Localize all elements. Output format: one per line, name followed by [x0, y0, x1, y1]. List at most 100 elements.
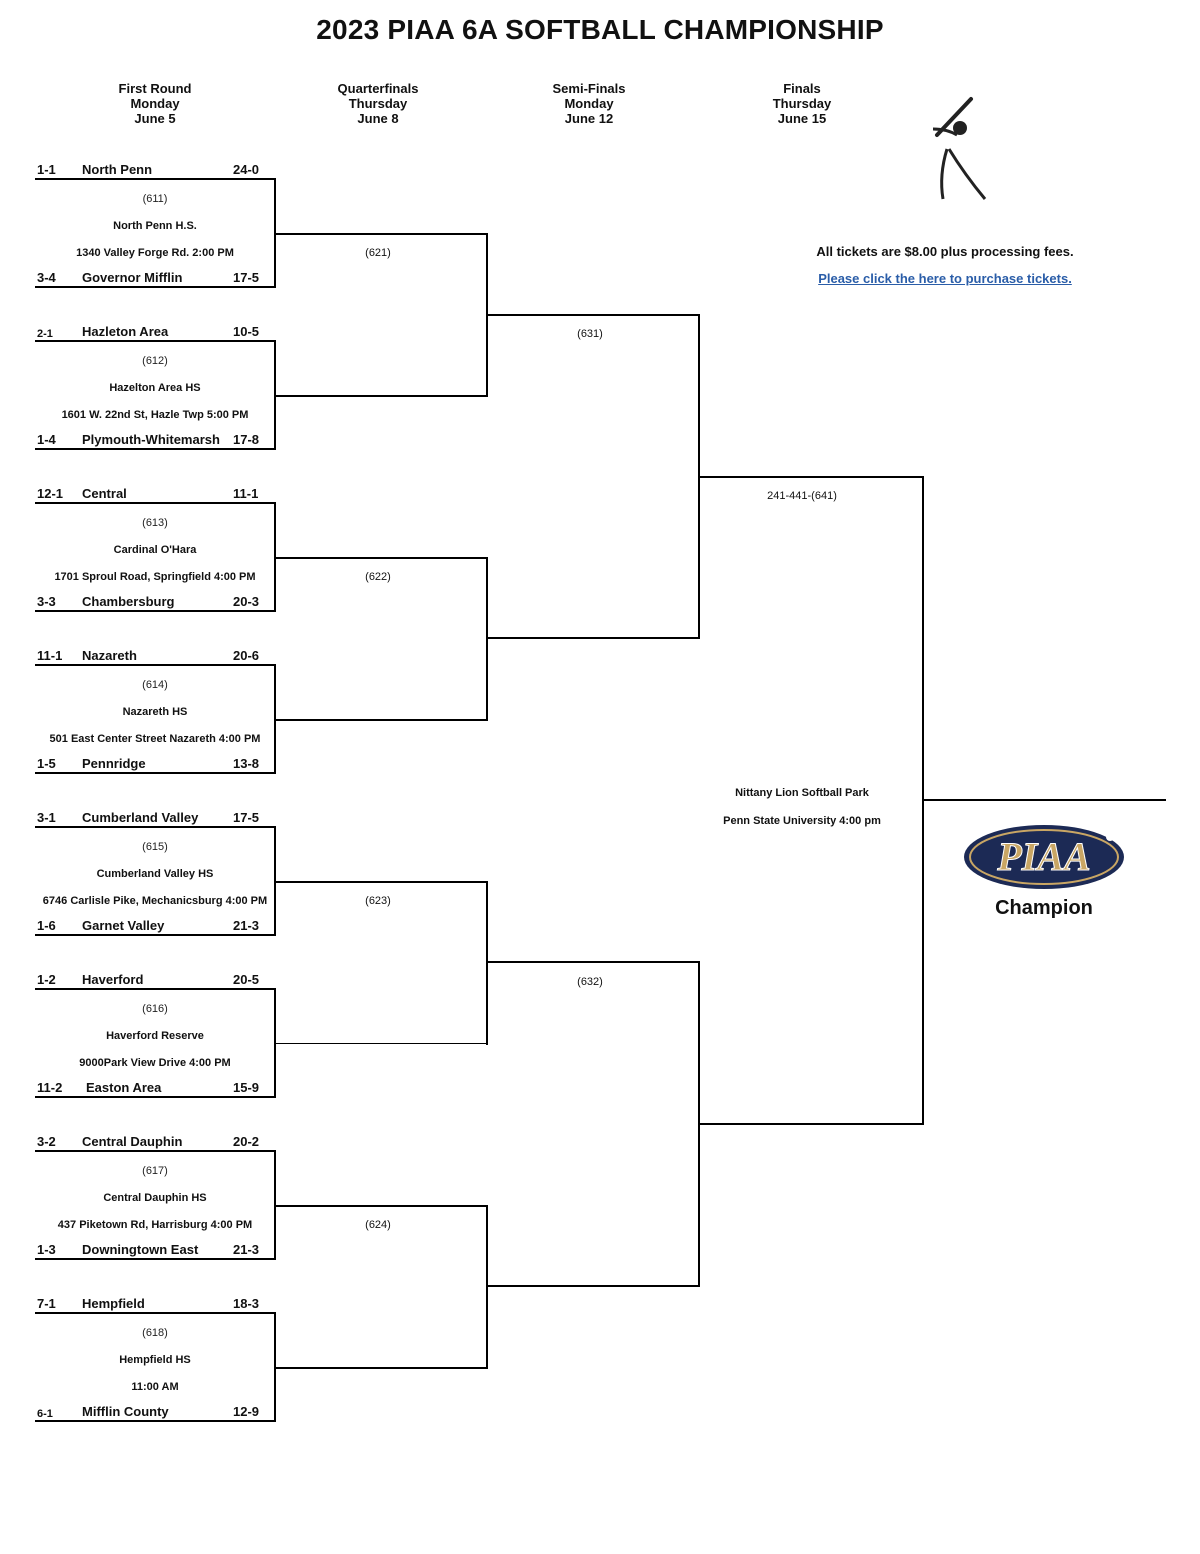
bracket-line	[35, 448, 276, 450]
team-record: 15-9	[233, 1080, 260, 1095]
round-date: June 15	[777, 111, 827, 126]
bracket-line	[698, 476, 924, 478]
bracket-line	[35, 502, 276, 504]
round-date: June 8	[357, 111, 399, 126]
bracket-line	[35, 826, 276, 828]
round-day: Monday	[130, 96, 180, 111]
team-name: Downingtown East	[82, 1242, 199, 1257]
team-row: 11-1 Nazareth 20-6	[0, 648, 280, 664]
game-site: North Penn H.S.	[113, 220, 197, 232]
team-name: Hazleton Area	[82, 324, 169, 339]
team-record: 12-9	[233, 1404, 260, 1419]
bracket-line	[35, 610, 276, 612]
game-site: Central Dauphin HS	[103, 1192, 207, 1204]
bracket-line	[35, 1420, 276, 1422]
team-row: 7-1 Hempfield 18-3	[0, 1296, 280, 1312]
game-number: (614)	[142, 679, 168, 691]
team-record: 20-3	[233, 594, 260, 609]
team-row: 12-1 Central 11-1	[0, 486, 280, 502]
bracket-line	[35, 1258, 276, 1260]
bracket-line	[35, 1150, 276, 1152]
team-name: Mifflin County	[82, 1404, 169, 1419]
bracket-line	[35, 340, 276, 342]
round-day: Monday	[564, 96, 614, 111]
tickets-info: All tickets are $8.00 plus processing fe…	[816, 244, 1074, 259]
game-number: (631)	[577, 328, 603, 340]
game-number: (617)	[142, 1165, 168, 1177]
game-number: (622)	[365, 571, 391, 583]
seed: 1-6	[37, 918, 56, 933]
team-name: Garnet Valley	[82, 918, 165, 933]
bracket-line	[35, 772, 276, 774]
bracket-line	[486, 961, 700, 963]
round-name: Quarterfinals	[337, 81, 419, 96]
team-row: 2-1 Hazleton Area 10-5	[0, 324, 280, 340]
bracket-line	[35, 1312, 276, 1314]
team-name: Central Dauphin	[82, 1134, 183, 1149]
team-row: 1-5 Pennridge 13-8	[0, 756, 280, 772]
bracket-line	[486, 1205, 488, 1369]
purchase-tickets-link[interactable]: Please click the here to purchase ticket…	[818, 271, 1072, 286]
bracket-line	[274, 1043, 488, 1044]
round-name: First Round	[118, 81, 192, 96]
bracket-line	[35, 178, 276, 180]
bracket-line	[274, 233, 488, 235]
team-row: 11-2 Easton Area 15-9	[0, 1080, 280, 1096]
final-site: Nittany Lion Softball Park	[735, 787, 869, 799]
team-row: 1-4 Plymouth-Whitemarsh 17-8	[0, 432, 280, 448]
logo-text: PIAA	[996, 834, 1090, 879]
game-address: 1601 W. 22nd St, Hazle Twp 5:00 PM	[61, 409, 249, 421]
bracket-line	[35, 934, 276, 936]
seed: 3-1	[37, 810, 56, 825]
seed: 6-1	[37, 1408, 53, 1420]
round-header-quarterfinals: Quarterfinals Thursday June 8	[298, 81, 458, 126]
team-record: 21-3	[233, 1242, 260, 1257]
game-site: Haverford Reserve	[106, 1030, 204, 1042]
team-name: Governor Mifflin	[82, 270, 183, 285]
team-record: 10-5	[233, 324, 260, 339]
game-number: (618)	[142, 1327, 168, 1339]
team-name: Haverford	[82, 972, 144, 987]
team-name: Cumberland Valley	[82, 810, 199, 825]
seed: 3-2	[37, 1134, 56, 1149]
game-address: 9000Park View Drive 4:00 PM	[79, 1057, 231, 1069]
bracket-line	[35, 1096, 276, 1098]
team-row: 6-1 Mifflin County 12-9	[0, 1404, 280, 1420]
game-site: Cardinal O'Hara	[113, 544, 197, 556]
team-row: 1-3 Downingtown East 21-3	[0, 1242, 280, 1258]
game-number: (623)	[365, 895, 391, 907]
team-record: 24-0	[233, 162, 260, 177]
seed: 11-2	[37, 1080, 63, 1095]
team-record: 17-5	[233, 810, 260, 825]
champion-line	[922, 799, 1166, 801]
game-address: 437 Piketown Rd, Harrisburg 4:00 PM	[57, 1219, 253, 1231]
game-number: (616)	[142, 1003, 168, 1015]
round-header-semifinals: Semi-Finals Monday June 12	[509, 81, 669, 126]
round-date: June 12	[564, 111, 614, 126]
team-name: North Penn	[82, 162, 153, 177]
team-name: Chambersburg	[82, 594, 175, 609]
seed: 12-1	[37, 486, 64, 501]
team-name: Nazareth	[82, 648, 137, 663]
game-address: 1701 Sproul Road, Springfield 4:00 PM	[54, 571, 256, 583]
bracket-line	[486, 881, 488, 1045]
team-row: 1-1 North Penn 24-0	[0, 162, 280, 178]
seed: 1-3	[37, 1242, 56, 1257]
bracket-line	[274, 1205, 488, 1207]
team-row: 3-4 Governor Mifflin 17-5	[0, 270, 280, 286]
game-number: (613)	[142, 517, 168, 529]
team-row: 1-6 Garnet Valley 21-3	[0, 918, 280, 934]
team-name: Easton Area	[86, 1080, 162, 1095]
team-row: 3-1 Cumberland Valley 17-5	[0, 810, 280, 826]
bracket-line	[486, 1285, 700, 1287]
piaa-logo: PIAA	[964, 825, 1124, 889]
team-row: 3-3 Chambersburg 20-3	[0, 594, 280, 610]
seed: 11-1	[37, 648, 63, 663]
team-record: 17-8	[233, 432, 260, 447]
game-number: (632)	[577, 976, 603, 988]
seed: 3-3	[37, 594, 56, 609]
game-site: Hempfield HS	[119, 1354, 191, 1366]
bracket-line	[274, 557, 488, 559]
game-address: 501 East Center Street Nazareth 4:00 PM	[49, 733, 261, 745]
seed: 3-4	[37, 270, 56, 285]
